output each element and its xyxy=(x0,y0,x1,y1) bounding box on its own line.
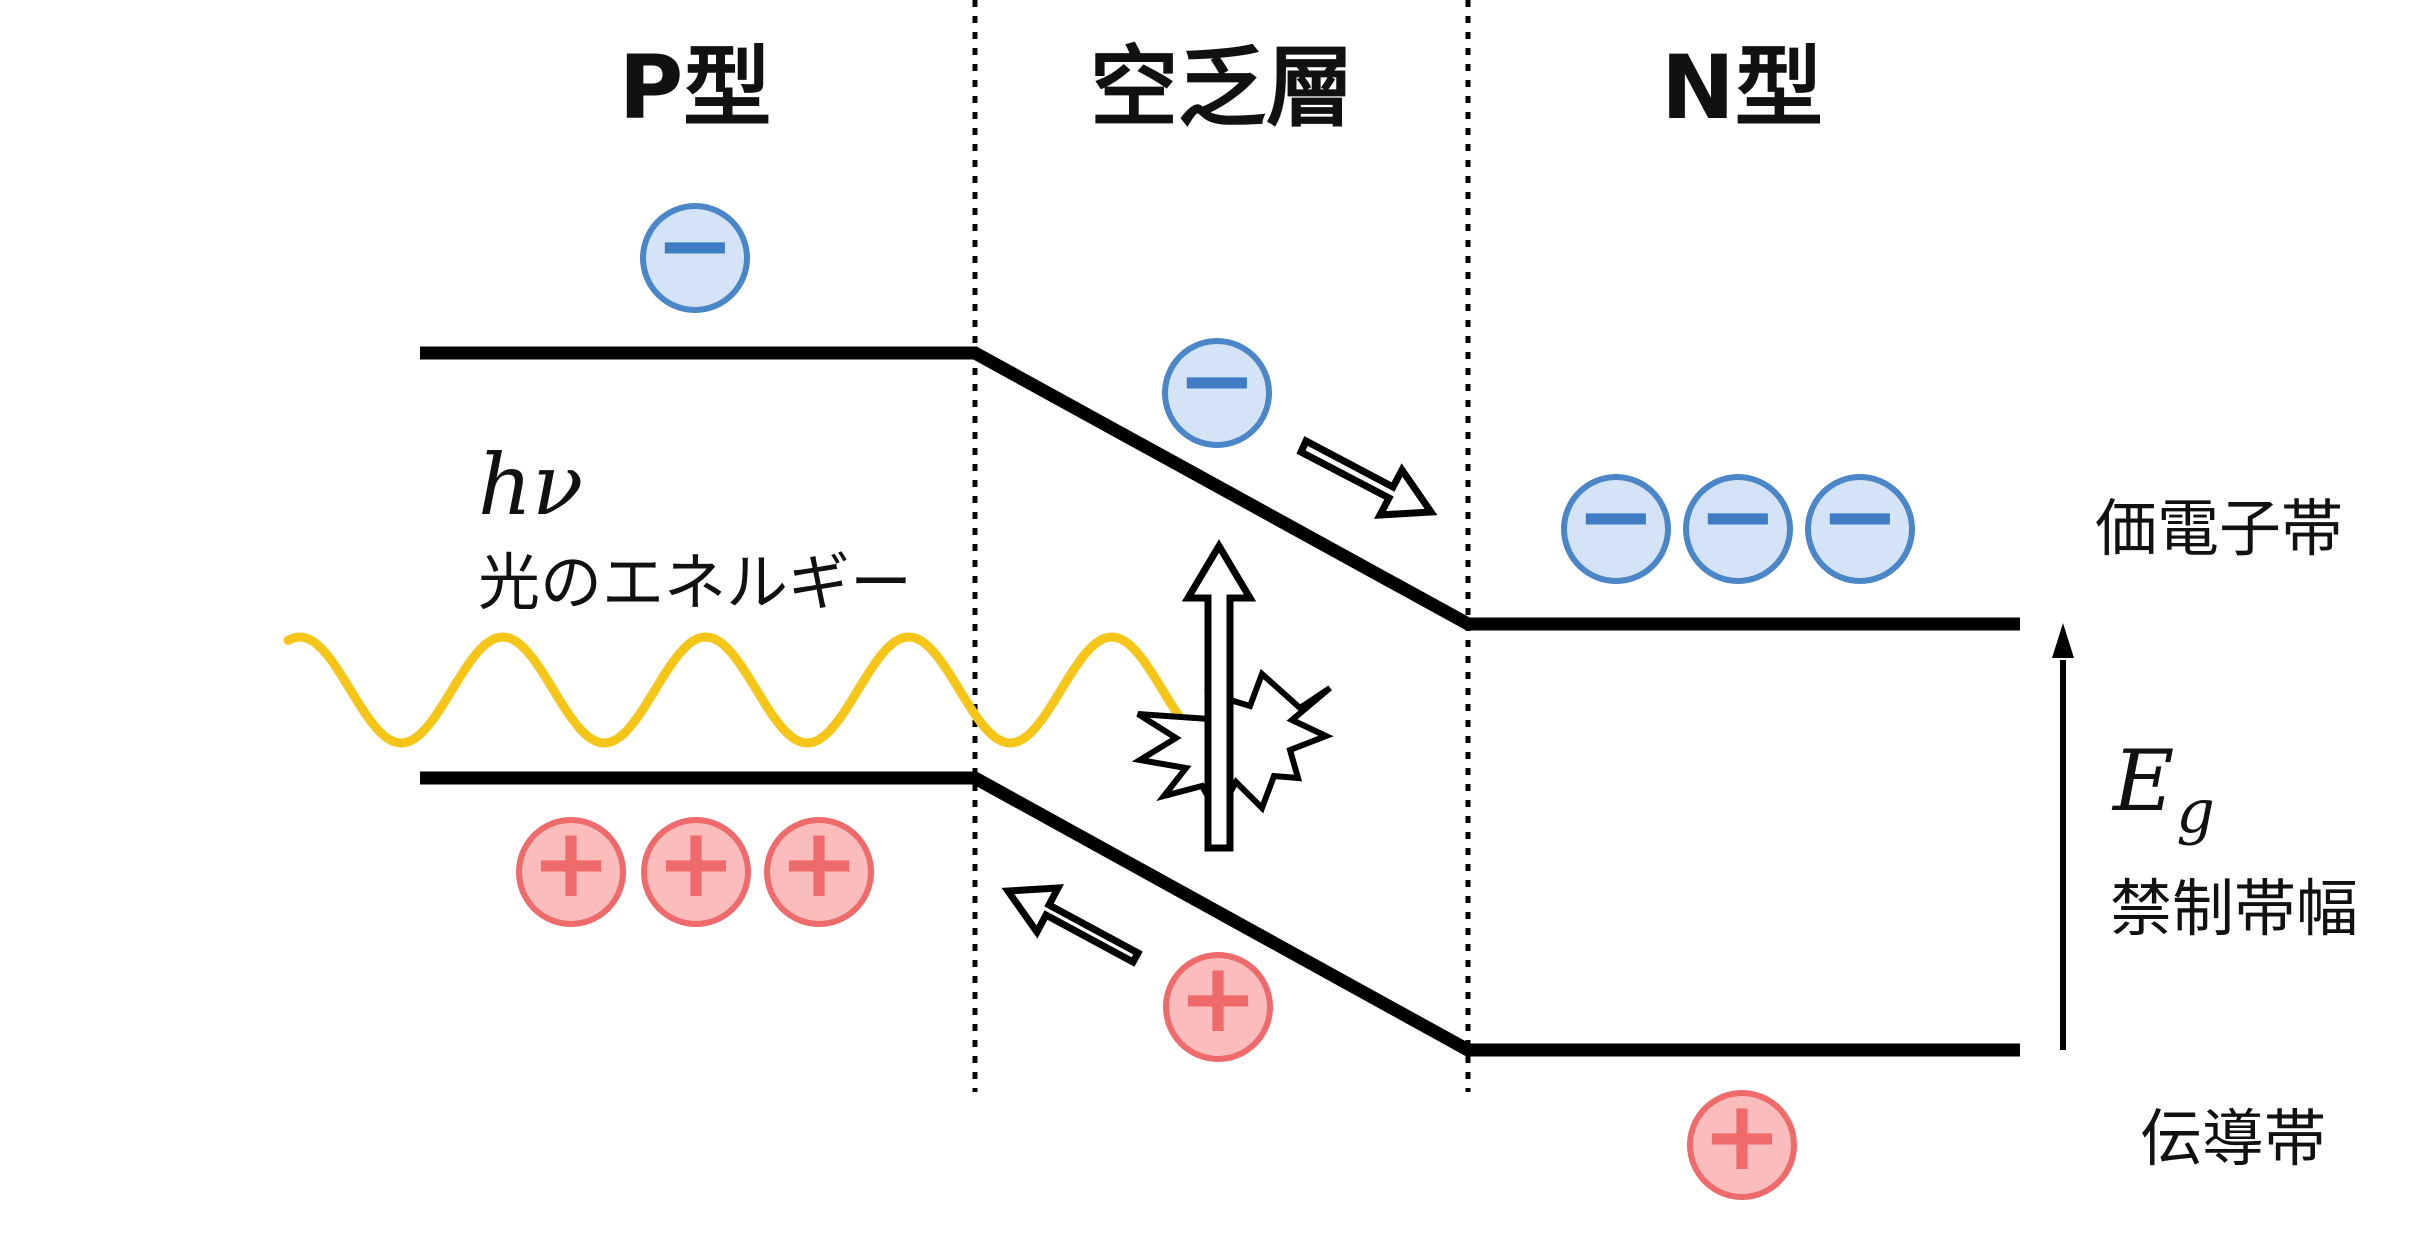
band-gap-label: 禁制帯幅 xyxy=(2110,872,2358,945)
hole: + xyxy=(516,807,626,927)
p-type-title: P型 xyxy=(619,36,772,139)
band-gap-symbol: Eg xyxy=(2111,732,2215,847)
svg-text:−: − xyxy=(1177,324,1257,436)
svg-text:+: + xyxy=(1178,942,1258,1054)
light-energy-label: 光のエネルギー xyxy=(478,546,912,619)
upper-band-edge xyxy=(420,346,2020,631)
electron: − xyxy=(1162,324,1272,448)
upper-band-label: 価電子帯 xyxy=(2095,492,2343,565)
electron: − xyxy=(1683,460,1793,584)
absorption-burst-icon xyxy=(1131,668,1334,821)
svg-text:+: + xyxy=(656,807,736,919)
n-type-title: N型 xyxy=(1661,36,1823,139)
hole-drift-arrow-icon xyxy=(1001,884,1143,967)
svg-text:−: − xyxy=(1820,460,1900,572)
electron: − xyxy=(1805,460,1915,584)
electron-drift-arrow-icon xyxy=(1296,436,1438,519)
photon-energy-symbol: hν xyxy=(478,436,583,534)
svg-text:+: + xyxy=(531,807,611,919)
svg-text:−: − xyxy=(655,189,735,301)
electron: − xyxy=(1561,460,1671,584)
hole: + xyxy=(641,807,751,927)
light-wave xyxy=(283,632,1199,748)
hole: + xyxy=(1163,942,1273,1062)
svg-text:+: + xyxy=(1702,1080,1782,1192)
lower-band-label: 伝導帯 xyxy=(2140,1102,2326,1175)
lower-band-edge xyxy=(420,771,2020,1057)
svg-text:−: − xyxy=(1576,460,1656,572)
electron: − xyxy=(640,189,750,313)
svg-text:−: − xyxy=(1698,460,1778,572)
band-gap-arrow-head-icon xyxy=(2052,623,2074,658)
depletion-layer-title: 空乏層 xyxy=(1090,36,1354,139)
hole: + xyxy=(1687,1080,1797,1200)
svg-text:+: + xyxy=(779,807,859,919)
electron-generation-arrow-icon xyxy=(1181,539,1257,852)
hole: + xyxy=(764,807,874,927)
